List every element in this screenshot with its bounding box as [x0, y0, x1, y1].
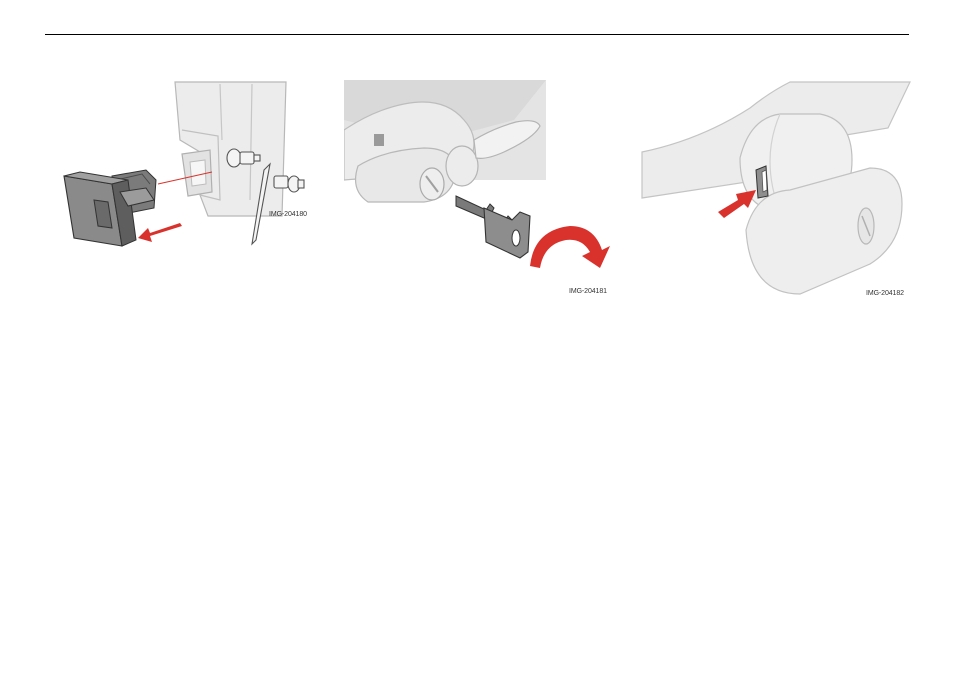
- pull-arrow-icon: [138, 223, 182, 242]
- key-illustration: [344, 80, 612, 302]
- figure-id-label: IMG-204181: [569, 288, 607, 295]
- figure-id-label: IMG-204180: [269, 211, 307, 218]
- cover-illustration: [50, 80, 312, 250]
- figure-turn-key: IMG-204181: [344, 80, 612, 302]
- push-button-icon: [756, 166, 768, 198]
- rotate-arrow-icon: [530, 226, 610, 268]
- button-illustration: [640, 80, 912, 302]
- figure-id-label: IMG-204182: [866, 290, 904, 297]
- header-rule: [45, 34, 909, 35]
- figure-remove-cover: IMG-204180: [50, 80, 312, 250]
- key-icon: [456, 196, 530, 258]
- figure-press-button: IMG-204182: [640, 80, 912, 302]
- push-arrow-icon: [718, 190, 756, 218]
